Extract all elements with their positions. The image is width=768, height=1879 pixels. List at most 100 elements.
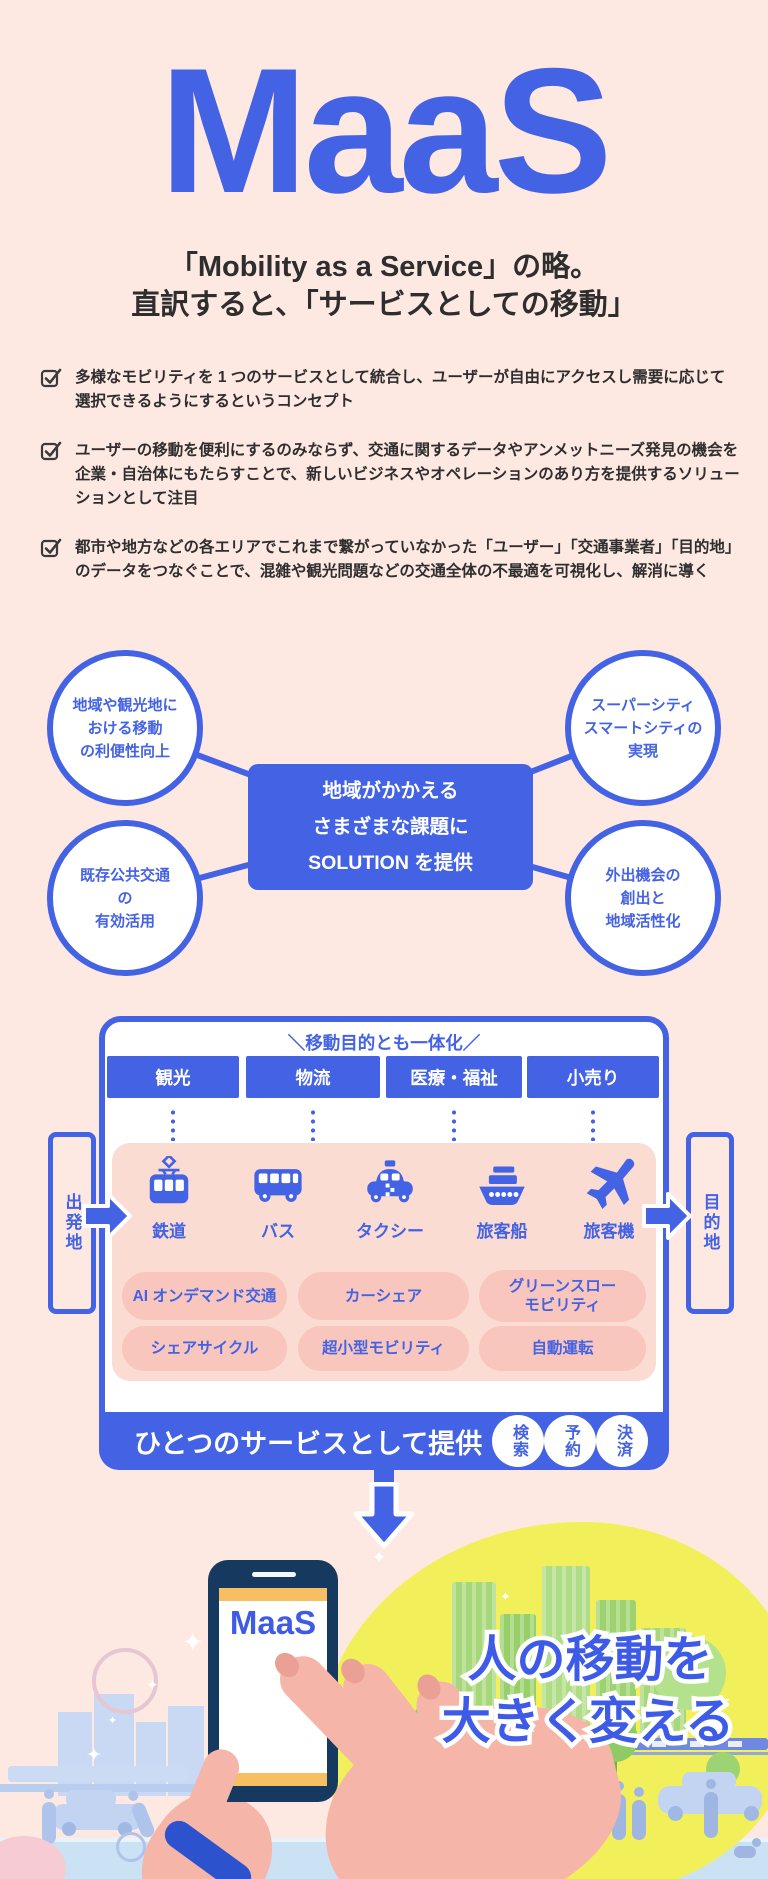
pill-share-cycle: シェアサイクル xyxy=(122,1326,287,1371)
circle-text: 既存公共交通 xyxy=(79,866,170,884)
wheel xyxy=(744,1806,759,1821)
person-silhouette xyxy=(42,1789,56,1844)
list-item: 多様なモビリティを 1 つのサービスとして統合し、ユーザーが自由にアクセスし需要… xyxy=(40,366,740,414)
bicycle-wheel xyxy=(116,1832,146,1862)
tree xyxy=(652,1636,726,1710)
sparkle-icon: ✦ xyxy=(182,1628,204,1658)
dotted-connector xyxy=(311,1108,315,1141)
ferris-wheel xyxy=(92,1648,158,1714)
phone-speaker xyxy=(252,1572,296,1577)
tram-icon xyxy=(141,1156,197,1212)
pill-label: シェアサイクル xyxy=(150,1340,259,1357)
pill-micro-mobility: 超小型モビリティ xyxy=(298,1326,469,1371)
pill-label: AI オンデマンド交通 xyxy=(132,1287,277,1305)
circle-text: おける移動 xyxy=(87,719,163,737)
bullet-list: 多様なモビリティを 1 つのサービスとして統合し、ユーザーが自由にアクセスし需要… xyxy=(40,366,740,609)
service-footer-label: ひとつのサービスとして提供 xyxy=(134,1428,483,1459)
circle-text: 創出と xyxy=(620,889,666,907)
building-silhouette xyxy=(58,1712,92,1796)
subtitle-line2: 直訳すると、「サービスとしての移動」 xyxy=(131,289,637,321)
list-item: ユーザーの移動を便利にするのみならず、交通に関するデータやアンメットニーズ発見の… xyxy=(40,439,740,511)
circle-text: 有効活用 xyxy=(94,912,155,930)
circle-text: スマートシティの xyxy=(583,719,703,737)
origin-label: 出発地 xyxy=(62,1193,82,1253)
circle-text: 外出機会の xyxy=(605,866,681,884)
train-silhouette xyxy=(8,1766,188,1782)
sparkle-icon: ✦ xyxy=(86,1744,102,1766)
slogan-outline: 人の移動を xyxy=(463,1629,717,1692)
badge-label: 決済 xyxy=(614,1424,631,1458)
solution-text: さまざまな課題に xyxy=(312,816,469,838)
arrow-right-icon xyxy=(82,1192,132,1240)
sparkle-icon: ✦ xyxy=(146,1676,159,1694)
solution-text: SOLUTION を提供 xyxy=(308,852,473,874)
service-diagram-header: ＼移動目的とも一体化／ xyxy=(287,1033,481,1053)
dotted-connector xyxy=(452,1108,456,1141)
pill-autonomous-driving: 自動運転 xyxy=(479,1326,646,1371)
checkbox-check-icon xyxy=(40,439,62,511)
page-title: MaaS xyxy=(159,30,613,230)
benefit-circle-revitalization: 外出機会の 創出と 地域活性化 xyxy=(565,820,721,976)
slogan-line2: 大きく変える 大きく変える xyxy=(404,1682,768,1754)
transport-bus: バス xyxy=(226,1156,330,1242)
circle-text: の xyxy=(117,889,133,907)
pill-carshare: カーシェア xyxy=(298,1272,469,1320)
benefit-circle-public-transport: 既存公共交通 の 有効活用 xyxy=(47,820,203,976)
circle-text: 地域活性化 xyxy=(605,912,681,930)
slogan-text: 大きく変える xyxy=(441,1695,735,1749)
circle-text: 実現 xyxy=(627,742,658,760)
phone-screen-bottombar xyxy=(219,1773,327,1786)
pill-ai-ondemand: AI オンデマンド交通 xyxy=(122,1272,287,1320)
phone-screen-topbar xyxy=(219,1588,327,1601)
transport-rail: 鉄道 xyxy=(117,1156,221,1242)
benefit-circle-smart-city: スーパーシティ スマートシティの 実現 xyxy=(565,650,721,806)
destination-box: 目的地 xyxy=(686,1132,734,1314)
pill-label: カーシェア xyxy=(344,1287,423,1305)
building-silhouette xyxy=(136,1722,166,1796)
transport-plane: 旅客機 xyxy=(557,1156,661,1242)
badge-search: 検索 xyxy=(492,1415,544,1467)
subtitle-line1: 「Mobility as a Service」の略。 xyxy=(168,251,600,283)
dog-silhouette xyxy=(752,1838,761,1847)
badge-label: 検索 xyxy=(510,1424,527,1458)
dog-silhouette xyxy=(734,1846,756,1858)
circle-text: の利便性向上 xyxy=(79,742,170,760)
badge-payment: 決済 xyxy=(596,1415,648,1467)
person-silhouette xyxy=(632,1787,646,1840)
bridge xyxy=(0,1784,232,1792)
slogan-outline: 大きく変える xyxy=(437,1691,739,1754)
transport-label: 旅客機 xyxy=(583,1222,635,1241)
checkbox-check-icon xyxy=(40,366,62,414)
solution-text: 地域がかかえる xyxy=(322,780,459,802)
person-silhouette xyxy=(704,1779,718,1838)
arrow-down-icon xyxy=(353,1482,415,1549)
solution-center-box: 地域がかかえる さまざまな課題に SOLUTION を提供 xyxy=(248,764,533,890)
circle-text: 地域や観光地に xyxy=(72,696,178,714)
pill-green-slow-mobility: グリーンスロー モビリティ xyxy=(479,1270,646,1322)
circle-text: スーパーシティ xyxy=(591,696,695,714)
ship-icon xyxy=(474,1156,530,1212)
dotted-connector xyxy=(171,1108,175,1141)
transport-label: バス xyxy=(261,1222,295,1241)
tab-tourism: 観光 xyxy=(107,1056,239,1098)
transport-label: 旅客船 xyxy=(476,1222,528,1241)
checkbox-check-icon xyxy=(40,536,62,584)
tab-medical-welfare: 医療・福祉 xyxy=(386,1056,522,1098)
destination-label: 目的地 xyxy=(700,1193,720,1253)
sparkle-icon: ✦ xyxy=(372,1548,387,1568)
pill-label: 自動運転 xyxy=(531,1340,594,1357)
phone-screen-app-title: MaaS xyxy=(229,1604,317,1641)
plane-icon xyxy=(581,1156,637,1212)
list-item: 都市や地方などの各エリアでこれまで繋がっていなかった「ユーザー」「交通事業者」「… xyxy=(40,536,740,584)
bus-icon xyxy=(250,1156,306,1212)
pill-label: 超小型モビリティ xyxy=(321,1340,446,1357)
pill-label: グリーンスロー xyxy=(508,1278,617,1295)
transport-taxi: タクシー xyxy=(338,1156,442,1242)
slogan-text: 人の移動を xyxy=(467,1633,713,1687)
dotted-connector xyxy=(591,1108,595,1141)
transport-ship: 旅客船 xyxy=(450,1156,554,1242)
benefit-circle-convenience: 地域や観光地に おける移動 の利便性向上 xyxy=(47,650,203,806)
taxi-icon xyxy=(362,1156,418,1212)
pill-label: モビリティ xyxy=(524,1297,601,1314)
